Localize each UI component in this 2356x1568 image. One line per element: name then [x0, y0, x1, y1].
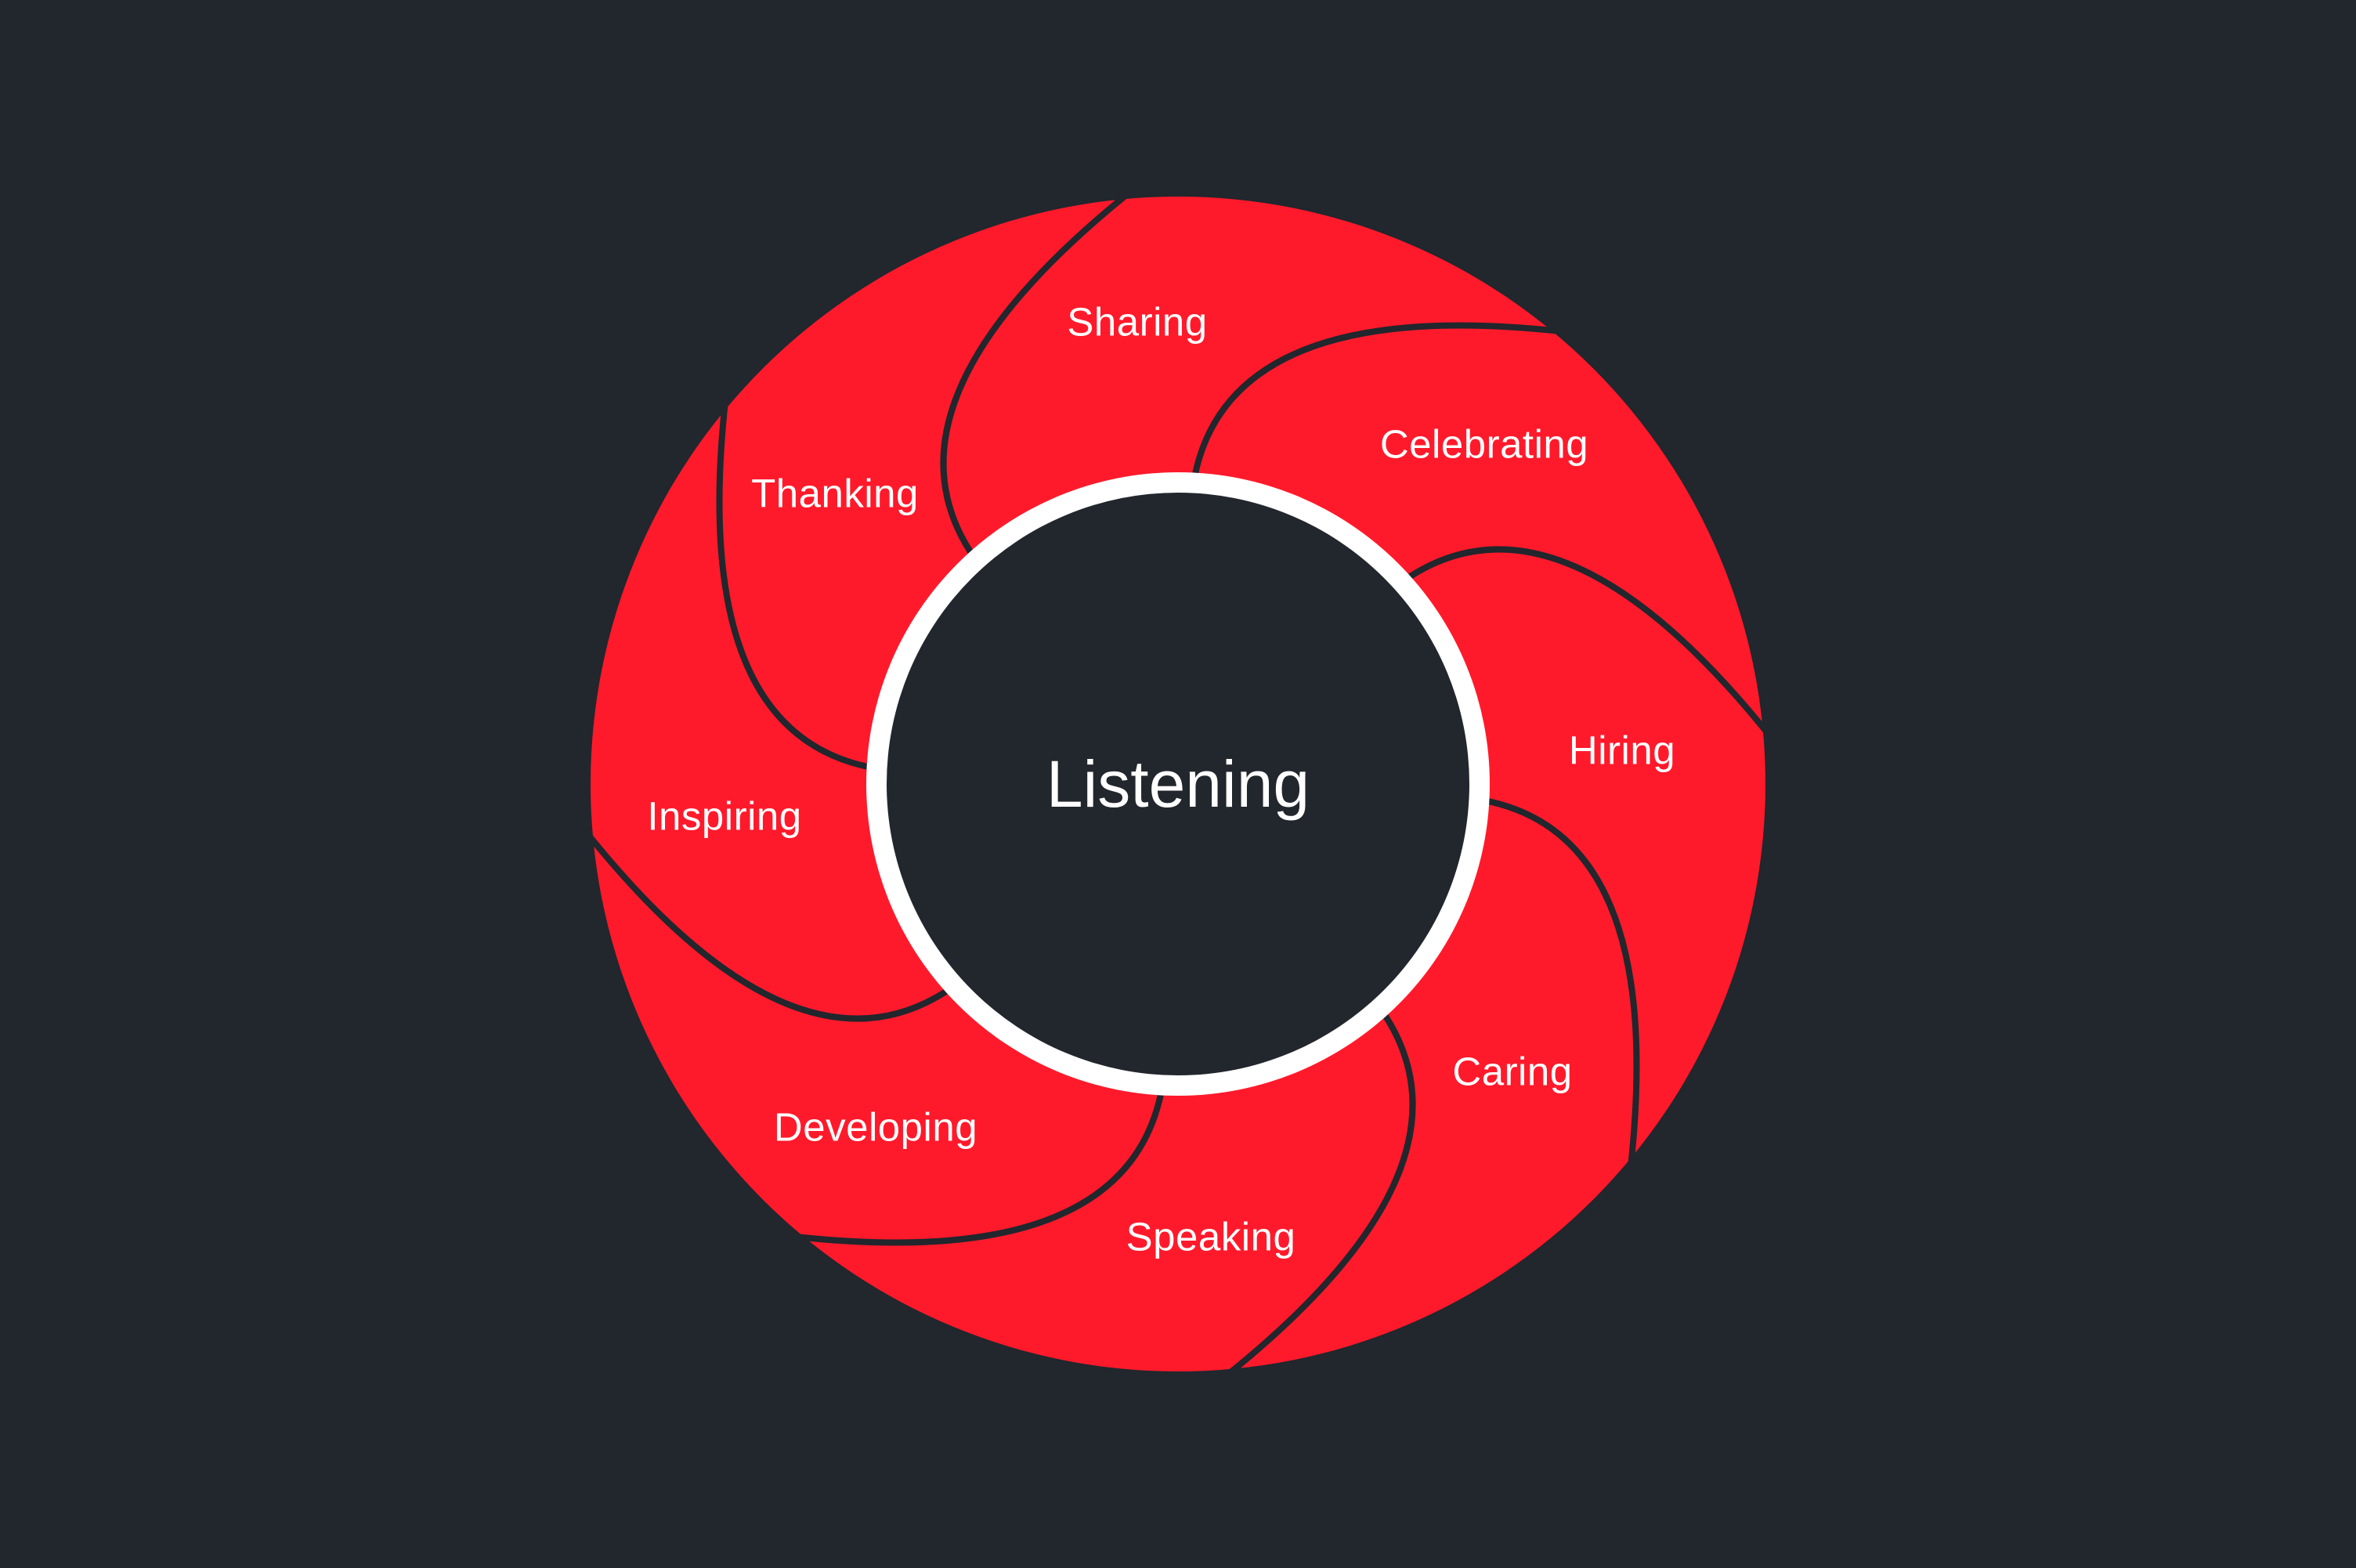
segment-divider [1400, 546, 1779, 746]
center-label: Listening [1046, 747, 1310, 821]
segment-divider [1478, 797, 1640, 1180]
segment-label-inspiring: Inspiring [647, 793, 801, 838]
segment-label-caring: Caring [1452, 1049, 1572, 1093]
segment-label-speaking: Speaking [1126, 1214, 1296, 1259]
center-circle [887, 493, 1469, 1075]
segment-divider [940, 183, 1140, 562]
segment-label-hiring: Hiring [1569, 728, 1675, 772]
segment-label-sharing: Sharing [1067, 299, 1207, 344]
segment-label-developing: Developing [774, 1104, 977, 1149]
segment-label-celebrating: Celebrating [1380, 421, 1588, 466]
segment-dividers [577, 183, 1779, 1385]
segment-divider [1191, 322, 1574, 484]
segment-label-thanking: Thanking [751, 471, 919, 515]
segment-divider [1216, 1006, 1416, 1385]
segment-divider [782, 1084, 1165, 1246]
segment-divider [716, 388, 878, 771]
segment-divider [577, 822, 956, 1022]
